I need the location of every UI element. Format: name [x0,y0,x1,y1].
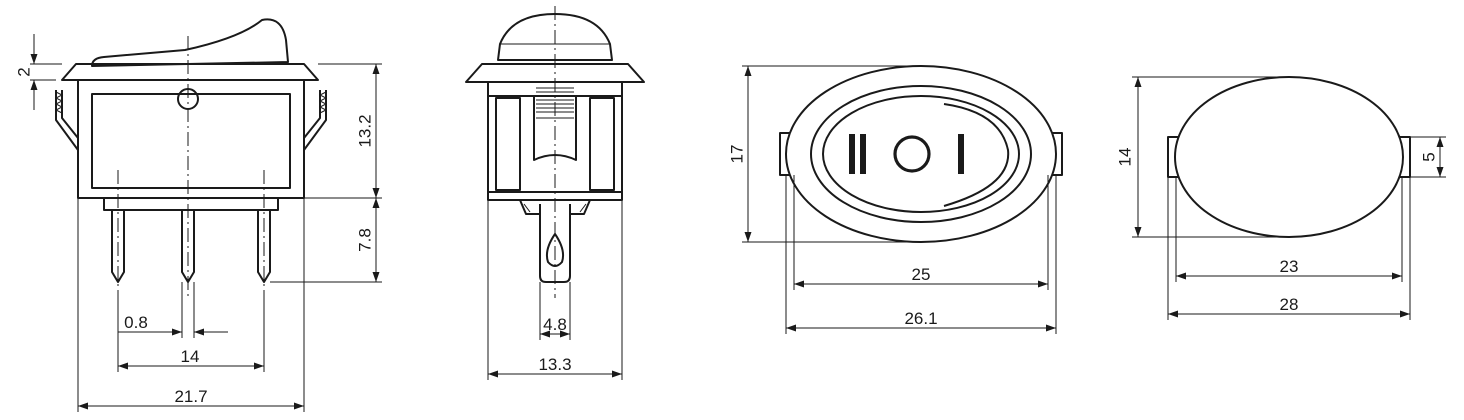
side-view: 2 13.2 7.8 0.8 14 21.7 [14,18,382,412]
dim-cutout-height: 14 [1115,148,1134,167]
dim-cutout-width: 23 [1280,257,1299,276]
dim-body-width: 25 [912,265,931,284]
dim-terminal-width: 0.8 [124,313,148,332]
dim-terminal-length: 7.8 [355,228,374,252]
led-indicator [893,135,931,173]
cutout-view: 14 5 23 28 [1115,76,1446,320]
end-view: 4.8 13.3 [465,6,645,380]
dim-bezel-width: 26.1 [904,309,937,328]
dim-cutout-tab-height: 5 [1419,152,1438,161]
on-symbol-bar [958,134,964,174]
dim-terminal-pitch: 14 [181,347,200,366]
top-view: 17 25 26.1 [727,65,1063,334]
dim-bezel-height: 17 [727,145,746,164]
off-symbol-bar-1 [849,134,855,174]
off-symbol-bar-2 [860,134,866,174]
dim-end-terminal-width: 4.8 [543,315,567,334]
dim-flange-thickness: 2 [14,67,33,76]
dim-end-overall-width: 13.3 [538,355,571,374]
dim-body-height: 13.2 [355,114,374,147]
dim-cutout-outer-width: 28 [1280,295,1299,314]
dim-overall-width: 21.7 [174,387,207,406]
